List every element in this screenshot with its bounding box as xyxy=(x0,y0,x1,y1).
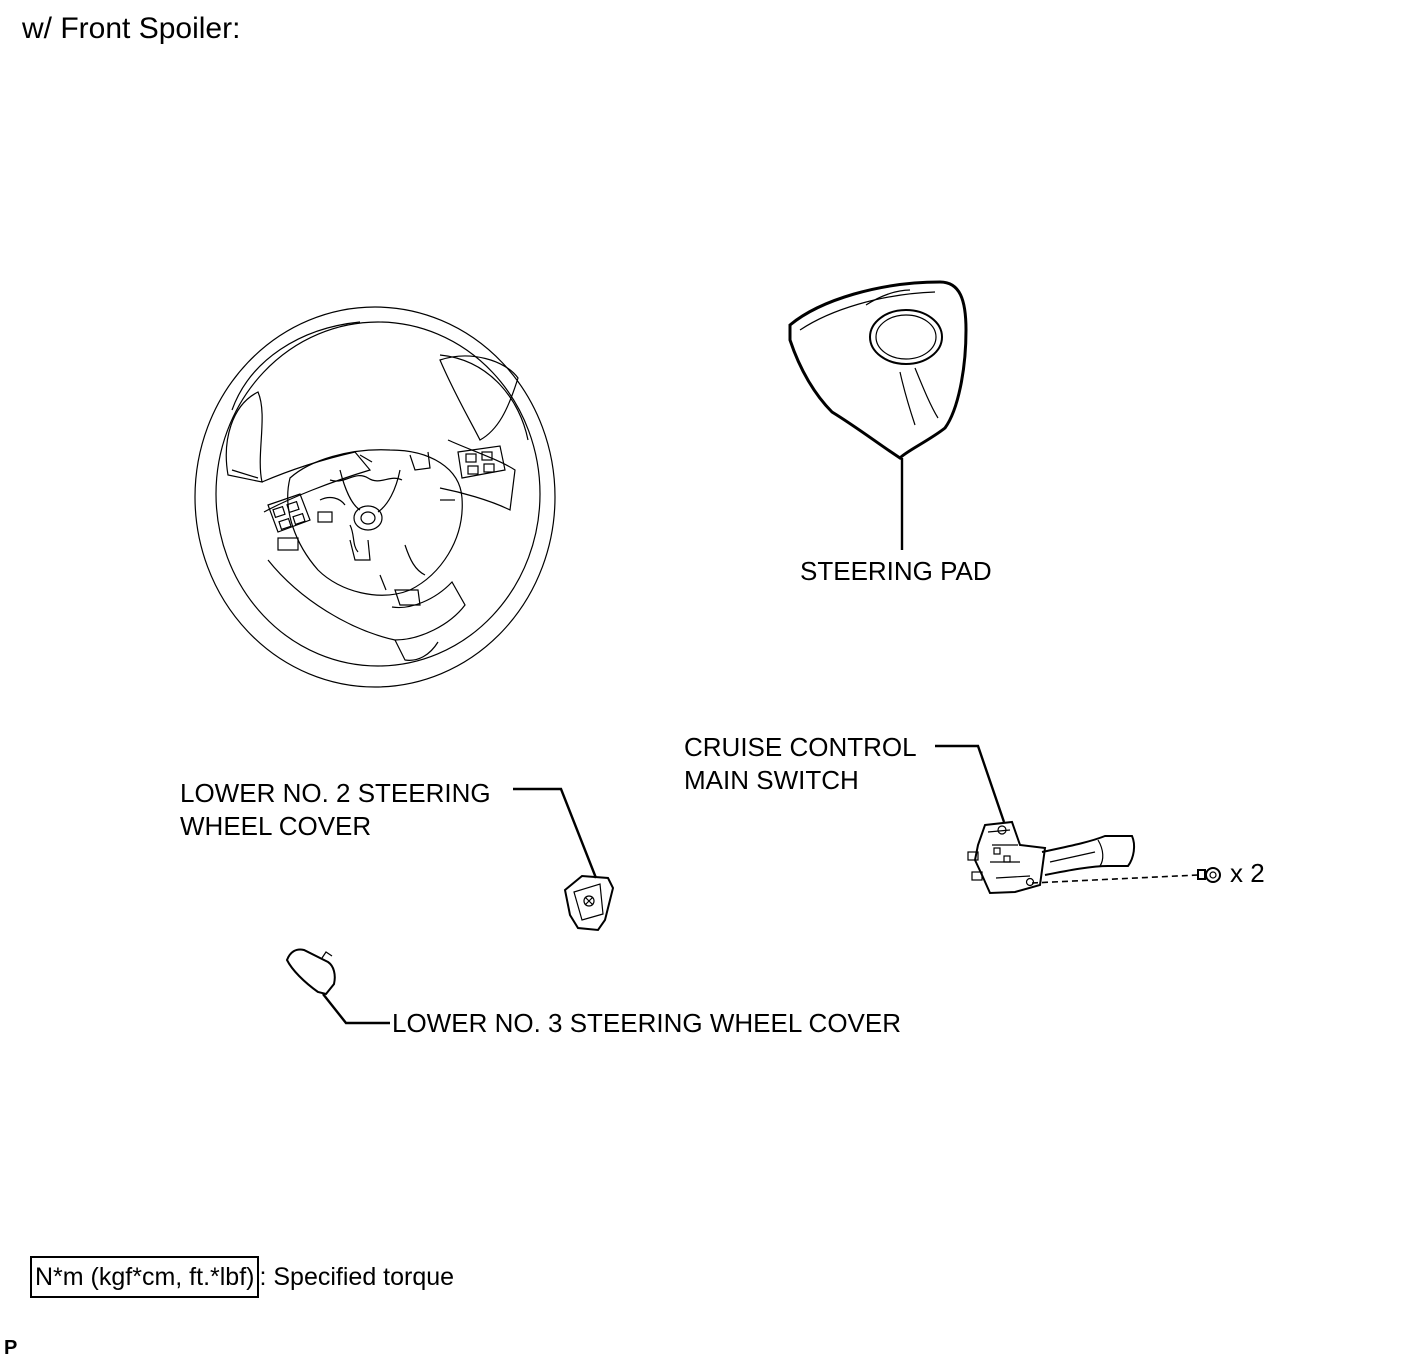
cruise-control-switch-illustration xyxy=(935,744,1221,895)
cruise-control-label-line2: MAIN SWITCH xyxy=(684,765,859,795)
steering-wheel-illustration xyxy=(194,306,556,688)
corner-code: P xyxy=(4,1337,18,1359)
steering-pad-illustration xyxy=(788,280,968,550)
lower-no3-cover-label: LOWER NO. 3 STEERING WHEEL COVER xyxy=(392,1008,902,1038)
screw-icon xyxy=(1197,867,1221,883)
screw-quantity-label: x 2 xyxy=(1230,858,1265,888)
lower-no2-cover-label: LOWER NO. 2 STEERING WHEEL COVER xyxy=(180,777,491,843)
steering-pad-label: STEERING PAD xyxy=(800,556,992,586)
page-title: w/ Front Spoiler: xyxy=(22,12,241,45)
lower-no2-label-line1: LOWER NO. 2 STEERING xyxy=(180,778,491,808)
cruise-control-label-line1: CRUISE CONTROL xyxy=(684,732,917,762)
lower-no3-cover-illustration xyxy=(285,948,390,1025)
cruise-control-switch-label: CRUISE CONTROL MAIN SWITCH xyxy=(684,731,917,797)
torque-legend-text: : Specified torque xyxy=(259,1263,455,1291)
torque-legend: N*m (kgf*cm, ft.*lbf): Specified torque xyxy=(30,1256,454,1298)
lower-no2-cover-illustration xyxy=(513,787,615,932)
torque-units-box: N*m (kgf*cm, ft.*lbf) xyxy=(30,1256,260,1298)
lower-no2-label-line2: WHEEL COVER xyxy=(180,811,372,841)
